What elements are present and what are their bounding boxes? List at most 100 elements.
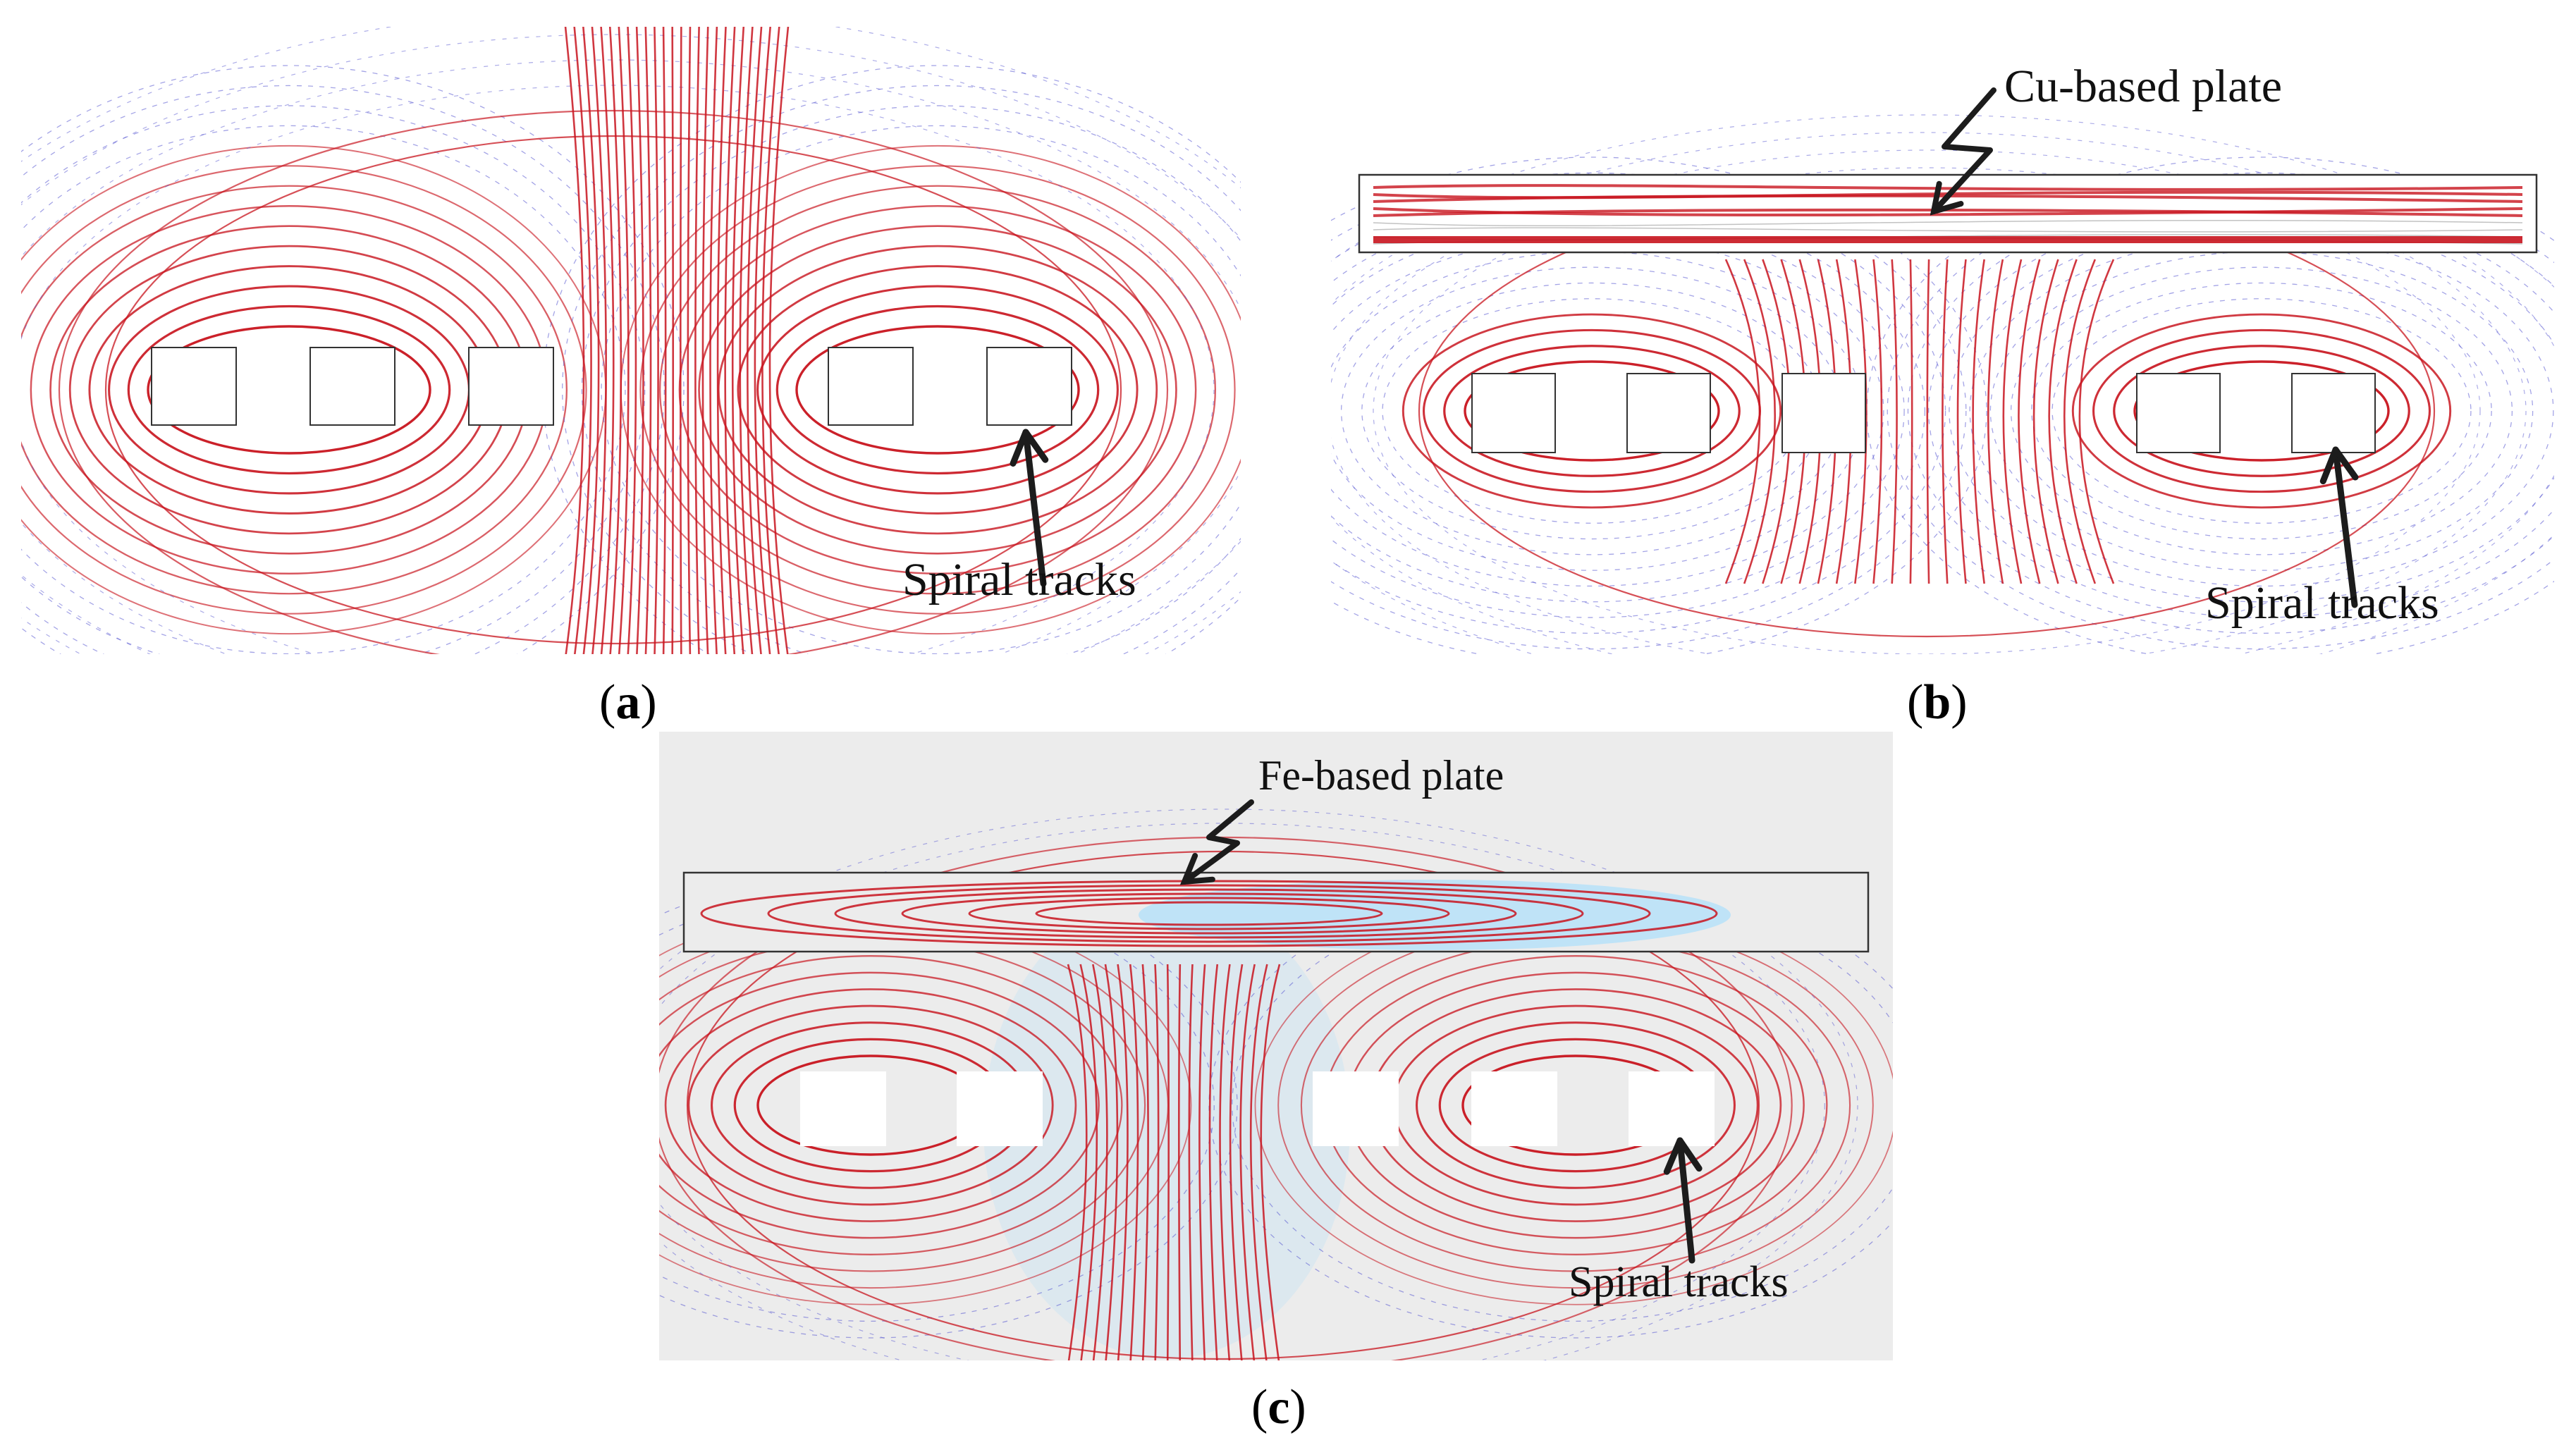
local-field-loop xyxy=(1369,988,1782,1222)
local-field-loop xyxy=(1464,360,1720,462)
spiral-track xyxy=(986,347,1072,426)
centre-field-line xyxy=(1239,964,1256,1360)
local-field-loop xyxy=(659,971,1100,1239)
centre-field-line xyxy=(564,27,585,654)
panel-b-streamlines xyxy=(1331,87,2554,654)
centre-field-line xyxy=(1872,259,1883,584)
centre-field-line xyxy=(1166,964,1170,1360)
outer-field-loop xyxy=(1331,149,2527,654)
panel-b-cu-plate-field: Cu-based plate Spiral tracks xyxy=(1331,27,2554,654)
outer-field-loop xyxy=(104,135,1122,645)
spiral-track xyxy=(800,1071,886,1146)
panel-a-label: (a) xyxy=(599,675,657,730)
centre-field-line xyxy=(1854,259,1867,584)
centre-field-line xyxy=(644,27,652,654)
spiral-track xyxy=(1626,373,1711,453)
centre-field-line xyxy=(2063,259,2097,584)
local-field-loop xyxy=(698,225,1177,555)
local-field-loop xyxy=(1907,188,2554,634)
local-field-loop xyxy=(687,1004,1054,1206)
local-field-loop xyxy=(1340,266,1844,555)
centre-field-line xyxy=(1188,964,1194,1360)
panel-c-fe-plate-label: Fe-based plate xyxy=(1258,752,1504,799)
local-field-loop xyxy=(1928,204,2554,618)
panel-a-spiral-tracks-label: Spiral tracks xyxy=(902,554,1136,605)
local-field-loop xyxy=(21,185,568,595)
local-field-loop xyxy=(1361,282,1822,540)
local-field-loop xyxy=(1402,313,1782,509)
local-field-loop xyxy=(1949,219,2554,603)
local-field-loop xyxy=(2031,282,2492,540)
centre-field-line xyxy=(709,27,718,654)
local-field-loop xyxy=(21,165,587,615)
spiral-track xyxy=(468,347,554,426)
centre-field-line xyxy=(2032,259,2059,584)
centre-field-line xyxy=(1092,964,1108,1360)
outer-field-loop xyxy=(659,808,1858,1360)
spiral-tracks-arrow xyxy=(1010,429,1049,587)
spiral-track xyxy=(2291,373,2376,453)
local-field-loop xyxy=(147,325,431,455)
local-field-loop xyxy=(658,185,1217,595)
centre-field-line xyxy=(662,27,667,654)
plate-flux-loop xyxy=(901,892,1517,935)
local-field-loop xyxy=(1969,235,2554,587)
local-field-loop xyxy=(1331,188,1946,634)
centre-field-line xyxy=(1909,259,1913,584)
panel-a-streamlines xyxy=(21,27,1241,654)
centre-field-line xyxy=(635,27,644,654)
spiral-track xyxy=(828,347,914,426)
outer-field-loop xyxy=(659,823,1825,1360)
local-field-loop xyxy=(2071,313,2452,509)
panel-b-spiral-tracks-label: Spiral tracks xyxy=(2205,577,2439,629)
local-field-loop xyxy=(1208,872,1893,1339)
fe-based-plate xyxy=(682,871,1870,953)
spiral-tracks-arrow xyxy=(2319,446,2359,608)
spiral-track xyxy=(957,1071,1043,1146)
local-field-loop xyxy=(21,105,646,654)
local-field-loop xyxy=(737,265,1139,515)
centre-field-line xyxy=(1724,259,1761,584)
centre-field-line xyxy=(1079,964,1098,1360)
panel-c-label: (c) xyxy=(1251,1380,1306,1434)
local-field-loop xyxy=(21,125,626,654)
centre-field-line xyxy=(2018,259,2041,584)
plate-flux-loop xyxy=(767,884,1651,943)
centre-field-line xyxy=(1177,964,1182,1360)
centre-field-line xyxy=(591,27,607,654)
local-field-loop xyxy=(88,265,490,515)
centre-field-line xyxy=(761,27,780,654)
spiral-track xyxy=(2136,373,2221,453)
centre-field-line xyxy=(600,27,615,654)
spiral-tracks xyxy=(800,1071,1715,1146)
centre-field-line xyxy=(1104,964,1119,1360)
cu-based-plate xyxy=(1358,173,2538,254)
local-field-loop xyxy=(1887,172,2554,650)
local-field-loop xyxy=(2092,328,2431,493)
centre-field-line xyxy=(754,27,771,654)
centre-field-line xyxy=(1117,964,1129,1360)
fe-plate-arrow xyxy=(1179,799,1254,885)
centre-field-line xyxy=(582,27,600,654)
centre-field-line xyxy=(679,27,682,654)
centre-field-line xyxy=(701,27,709,654)
spiral-track xyxy=(1313,1071,1399,1146)
local-field-loop xyxy=(756,285,1119,495)
centre-field-line xyxy=(1926,259,1930,584)
local-field-loop xyxy=(21,85,665,654)
centre-field-line xyxy=(1154,964,1160,1360)
spiral-tracks-arrow xyxy=(1663,1137,1703,1264)
local-field-loop xyxy=(1989,251,2534,571)
centre-field-line xyxy=(627,27,637,654)
panel-c-fe-plate-field: Fe-based plate Spiral tracks xyxy=(659,732,1893,1360)
panel-b-label: (b) xyxy=(1907,675,1968,730)
centre-field-line xyxy=(1891,259,1898,584)
plate-flux-loop xyxy=(968,897,1450,930)
local-field-loop xyxy=(1416,1021,1736,1189)
panel-c-spiral-tracks-label: Spiral tracks xyxy=(1569,1258,1789,1306)
centre-field-line xyxy=(1987,259,2004,584)
centre-field-line xyxy=(747,27,763,654)
local-field-loop xyxy=(127,305,451,475)
eddy-current-line xyxy=(1373,208,2523,217)
local-field-loop xyxy=(1323,955,1828,1255)
